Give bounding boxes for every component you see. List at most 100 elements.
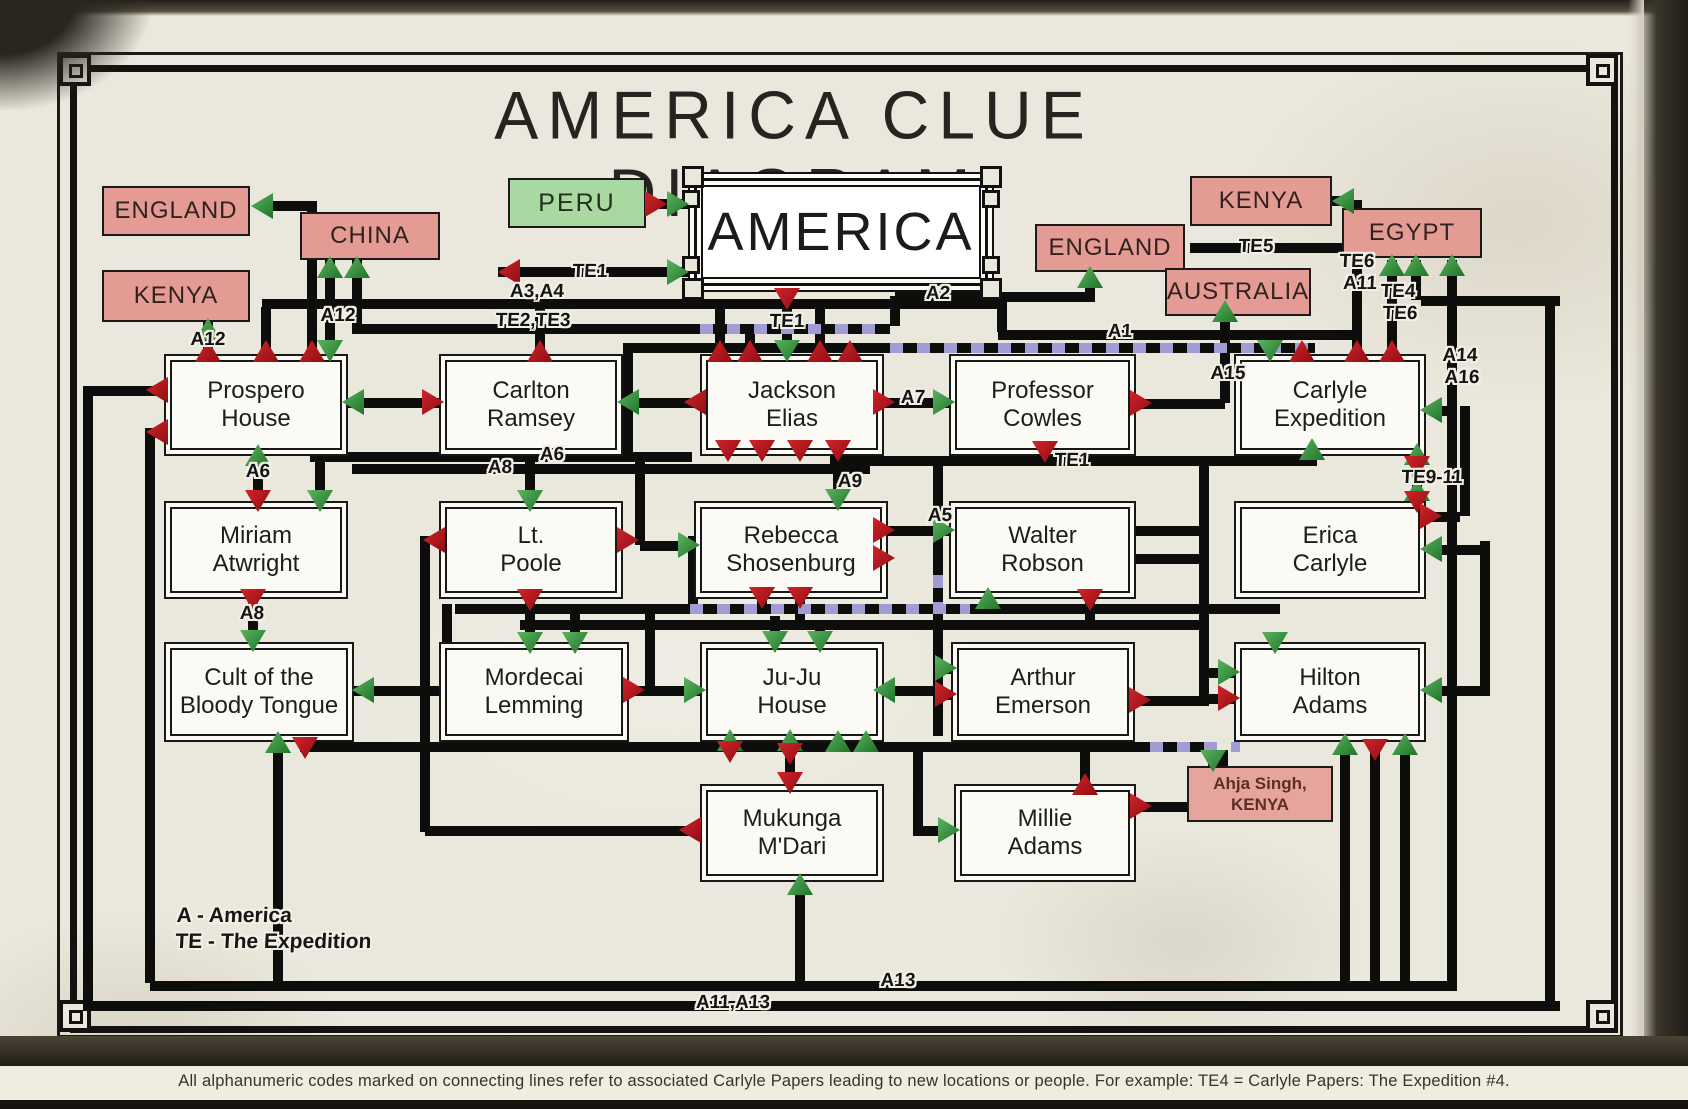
node-arthur-emerson: Arthur Emerson — [957, 648, 1129, 736]
node-mukunga-mdari: Mukunga M'Dari — [706, 790, 878, 876]
connector-line — [882, 526, 955, 536]
connector-line — [342, 398, 445, 408]
node-miriam-atwright: Miriam Atwright — [170, 507, 342, 593]
connector-line — [1130, 802, 1228, 812]
torn-edge-right — [1636, 0, 1688, 1109]
connector-line — [1480, 541, 1490, 696]
connector-line — [635, 455, 645, 545]
node-england-left: ENGLAND — [102, 186, 250, 236]
hub-corner-ornament — [682, 256, 700, 274]
paper-edge-right — [1628, 0, 1644, 1109]
connector-line — [93, 386, 157, 396]
node-label: Miriam Atwright — [212, 521, 300, 577]
connector-line — [1130, 554, 1199, 564]
node-carlyle-expedition: Carlyle Expedition — [1240, 360, 1420, 450]
connector-label-te1: TE1 — [1054, 450, 1091, 471]
hub-corner-ornament — [982, 190, 1000, 208]
connector-line — [623, 686, 706, 696]
node-egypt: EGYPT — [1342, 208, 1482, 258]
footer-strip — [0, 1066, 1688, 1102]
node-millie-adams: Millie Adams — [960, 790, 1130, 876]
connector-line — [310, 452, 692, 462]
connector-line — [880, 398, 955, 408]
legend-line-te: TE - The Expedition — [174, 930, 372, 954]
connector-label-a2: A2 — [925, 283, 951, 304]
connector-label-a12: A12 — [190, 329, 227, 350]
connector-label-a11: A11 — [1342, 273, 1378, 294]
connector-line — [1080, 750, 1090, 792]
connector-line — [520, 620, 1209, 630]
node-label: Rebecca Shosenburg — [726, 521, 856, 577]
node-lt-poole: Lt. Poole — [445, 507, 617, 593]
node-label: Lt. Poole — [500, 521, 562, 577]
connector-label-a8: A8 — [487, 457, 513, 478]
connector-line — [688, 536, 698, 606]
connector-line — [833, 455, 843, 505]
connector-line — [307, 201, 317, 360]
node-label: Ju-Ju House — [757, 663, 827, 719]
connector-line — [352, 686, 447, 696]
connector-line — [325, 260, 335, 360]
node-label: PERU — [538, 188, 616, 217]
torn-edge-bottom — [0, 1100, 1688, 1109]
connector-line — [890, 296, 900, 326]
hub-corner-ornament — [682, 278, 704, 300]
node-label: Mukunga M'Dari — [742, 804, 842, 860]
connector-line — [645, 604, 655, 696]
connector-line — [878, 686, 938, 696]
torn-edge-bottom-band — [0, 1036, 1688, 1066]
connector-line — [913, 826, 950, 836]
connector-line — [1400, 738, 1410, 983]
node-hilton-adams: Hilton Adams — [1240, 648, 1420, 736]
node-rebecca-shosenburg: Rebecca Shosenburg — [700, 507, 882, 593]
node-label: AMERICA — [701, 185, 981, 279]
connector-label-te5: TE5 — [1238, 236, 1275, 257]
line-hop-dashes — [700, 324, 880, 334]
line-hop-dashes — [690, 604, 970, 614]
connector-line — [300, 742, 1213, 752]
connector-label-a1: A1 — [1107, 321, 1133, 342]
connector-label-te9-11: TE9-11 — [1400, 467, 1464, 488]
node-label: Erica Carlyle — [1292, 521, 1368, 577]
node-label: Ahja Singh, KENYA — [1213, 773, 1307, 814]
node-kenya-right: KENYA — [1190, 176, 1332, 226]
connector-line — [1411, 260, 1421, 300]
node-england-right: ENGLAND — [1035, 224, 1185, 272]
node-walter-robson: Walter Robson — [955, 507, 1130, 593]
node-carlton-ramsey: Carlton Ramsey — [445, 360, 617, 450]
footer-note: All alphanumeric codes marked on connect… — [178, 1072, 1510, 1090]
connector-line — [420, 536, 430, 832]
connector-label-a6: A6 — [539, 444, 565, 465]
connector-label-a13: A13 — [880, 970, 917, 991]
connector-line — [425, 826, 706, 836]
node-jackson-elias: Jackson Elias — [706, 360, 878, 450]
connector-line — [83, 386, 93, 1003]
connector-line — [1412, 450, 1422, 507]
node-erica-carlyle: Erica Carlyle — [1240, 507, 1420, 593]
connector-line — [1340, 738, 1350, 983]
connector-line — [1437, 406, 1452, 416]
diagram-frame-inner — [70, 65, 1618, 1033]
connector-label-te1: TE1 — [769, 311, 806, 332]
hub-corner-ornament — [682, 166, 704, 188]
node-label: KENYA — [133, 282, 219, 309]
connector-line — [640, 541, 700, 551]
node-label: Mordecai Lemming — [484, 663, 584, 719]
node-label: EGYPT — [1368, 219, 1456, 246]
node-kenya-left: KENYA — [102, 270, 250, 322]
connector-line — [1220, 340, 1230, 403]
node-america: AMERICA — [682, 166, 1002, 300]
connector-line — [1085, 278, 1095, 302]
connector-line — [1220, 316, 1230, 332]
connector-line — [1387, 260, 1397, 360]
connector-line — [997, 307, 1007, 332]
node-professor-cowles: Professor Cowles — [955, 360, 1130, 450]
connector-line — [1190, 243, 1362, 253]
connector-line — [1442, 545, 1485, 555]
node-label: ENGLAND — [114, 197, 238, 224]
connector-line — [830, 456, 1317, 466]
connector-line — [998, 330, 1362, 340]
connector-line — [1421, 296, 1560, 306]
connector-label-a9: A9 — [837, 471, 863, 492]
